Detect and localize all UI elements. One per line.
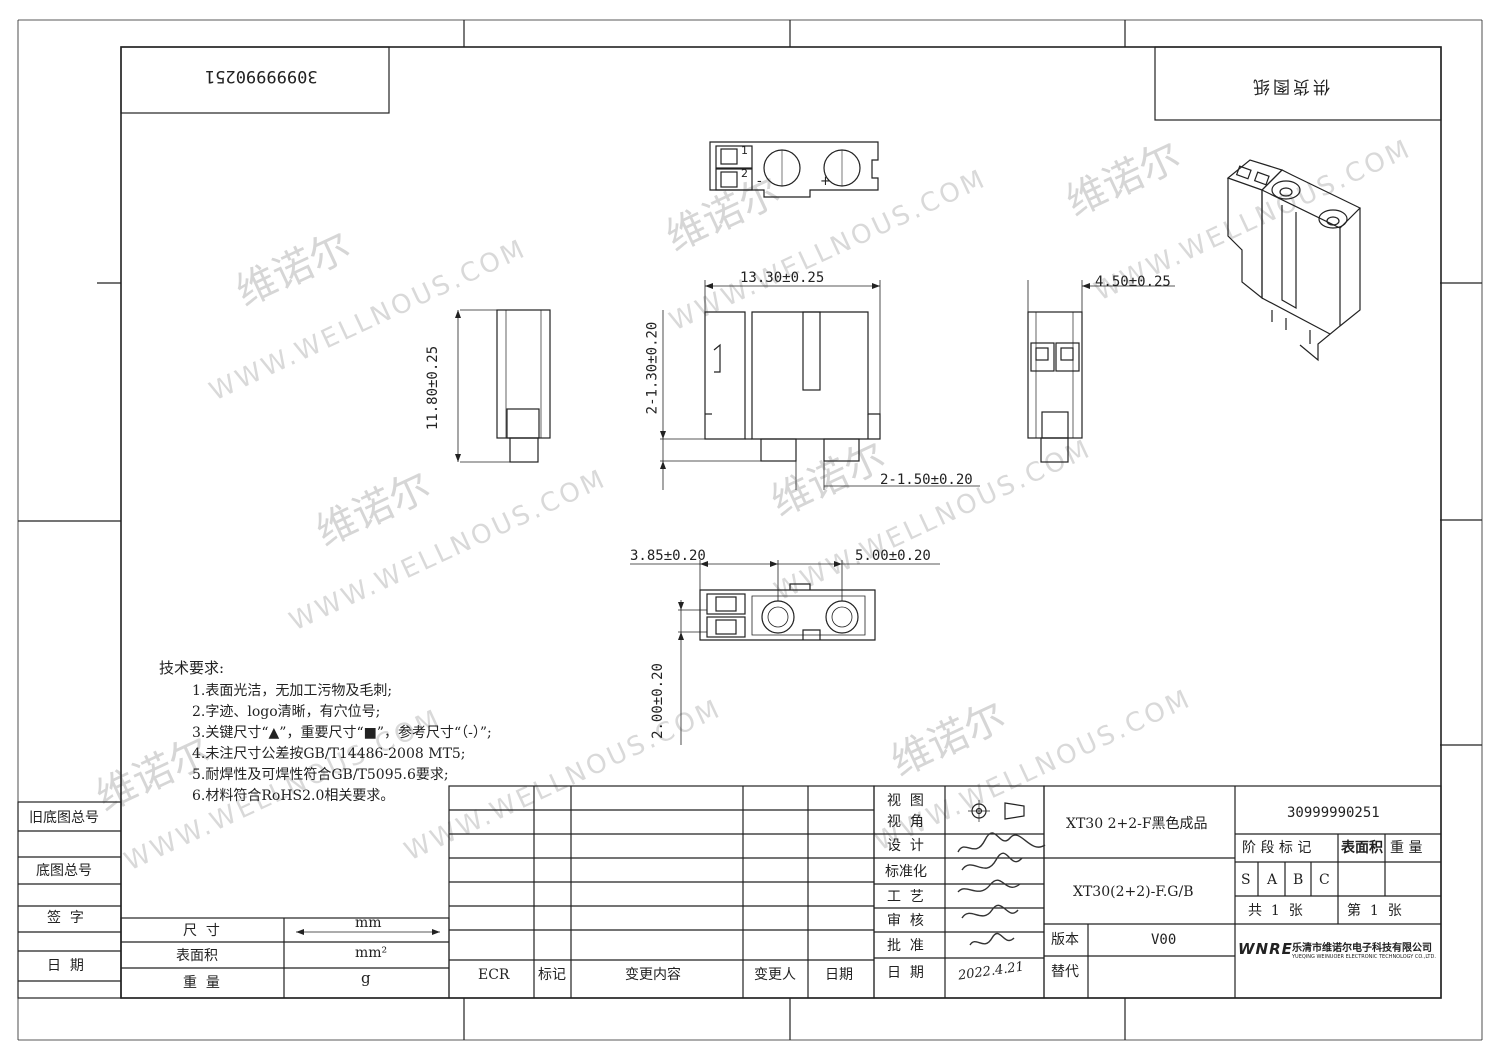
weight-unit: g — [361, 969, 371, 987]
product-name: XT30 2+2-F黑色成品 — [1066, 816, 1208, 832]
dim-width: 4.50±0.25 — [1095, 274, 1171, 290]
size-label: 尺 寸 — [183, 923, 220, 939]
tech-requirement-item: 6.材料符合RoHS2.0相关要求。 — [192, 788, 395, 804]
tech-requirement-item: 4.未注尺寸公差按GB/T14486-2008 MT5; — [192, 746, 466, 762]
sheet-number: 第 1 张 — [1347, 903, 1402, 919]
stage-a: A — [1267, 872, 1278, 888]
tech-requirement-item: 3.关键尺寸“▲”，重要尺寸“■”，参考尺寸“（-）”; — [192, 725, 492, 741]
model-number: XT30(2+2)-F.G/B — [1073, 884, 1194, 900]
stage-label: 阶 段 标 记 — [1242, 840, 1312, 856]
mark-header: 标记 — [538, 967, 566, 983]
plus-mark: + — [820, 174, 831, 189]
supply-stamp: 供货图纸 — [1250, 76, 1330, 96]
surface-label: 表面积 — [1341, 840, 1383, 856]
dim-bottom-right: 5.00±0.20 — [855, 548, 931, 564]
dimension-lines — [457, 280, 1175, 745]
size-unit: mm — [355, 915, 382, 931]
dim-length: 13.30±0.25 — [740, 270, 825, 286]
change-date-header: 日期 — [825, 967, 853, 983]
company-logo: WNRE — [1238, 940, 1293, 958]
right-side-view — [1027, 311, 1083, 463]
date-label: 日 期 — [47, 958, 84, 974]
stage-c: C — [1319, 872, 1330, 888]
tech-requirements-title: 技术要求: — [159, 659, 225, 677]
area-unit: mm² — [355, 945, 388, 961]
dim-bottom-left: 3.85±0.20 — [630, 548, 706, 564]
weight-label: 重 量 — [183, 975, 220, 991]
design-label: 设 计 — [887, 838, 924, 854]
dim-pin-width: 2-1.50±0.20 — [880, 472, 973, 488]
process-label: 工 艺 — [887, 889, 924, 905]
stage-b: B — [1293, 872, 1304, 888]
top-view — [709, 141, 879, 198]
stage-s: S — [1241, 872, 1251, 888]
left-side-view — [496, 309, 551, 463]
view-label: 视 图 — [887, 793, 924, 809]
title-weight-label: 重 量 — [1390, 840, 1423, 856]
standard-label: 标准化 — [885, 864, 927, 880]
ecr-header: ECR — [478, 967, 510, 983]
old-base-number-label: 旧底图总号 — [29, 810, 99, 826]
dimension-arrows — [455, 283, 1090, 640]
drawing-number-top: 30999990251 — [205, 66, 318, 86]
view-angle-label: 视 角 — [887, 814, 924, 830]
signature-label: 签 字 — [47, 910, 84, 926]
approve-label: 批 准 — [887, 938, 924, 954]
version-value: V00 — [1151, 932, 1177, 948]
area-label: 表面积 — [176, 948, 218, 964]
dim-pin-offset: 2-1.30±0.20 — [644, 321, 661, 415]
dim-height: 11.80±0.25 — [425, 345, 442, 431]
tech-requirement-item: 5.耐焊性及可焊性符合GB/T5095.6要求; — [192, 767, 449, 783]
review-label: 审 核 — [887, 913, 924, 929]
approval-date-label: 日 期 — [887, 965, 924, 981]
isometric-view — [1226, 159, 1362, 362]
base-number-label: 底图总号 — [36, 863, 92, 879]
minus-mark: - — [757, 174, 762, 189]
pin2-mark: 2 — [741, 167, 748, 180]
replace-label: 替代 — [1051, 964, 1079, 980]
version-label: 版本 — [1051, 932, 1079, 948]
front-view — [704, 311, 881, 462]
dim-bottom-height: 2.00±0.20 — [649, 663, 666, 739]
tech-requirement-item: 2.字迹、logo清晰，有穴位号; — [192, 704, 381, 720]
total-sheets: 共 1 张 — [1248, 903, 1303, 919]
content-header: 变更内容 — [625, 967, 681, 983]
changer-header: 变更人 — [754, 967, 796, 983]
tech-requirement-item: 1.表面光洁，无加工污物及毛刺; — [192, 683, 393, 699]
company-name-en: YUEQING WEINUOER ELECTRONIC TECHNOLOGY C… — [1292, 954, 1436, 960]
part-number: 30999990251 — [1287, 805, 1380, 821]
signature-scribbles — [957, 832, 1046, 946]
company-name-cn: 乐清市维诺尔电子科技有限公司 — [1292, 943, 1432, 954]
pin1-mark: 1 — [741, 144, 748, 157]
bottom-view — [699, 583, 876, 641]
